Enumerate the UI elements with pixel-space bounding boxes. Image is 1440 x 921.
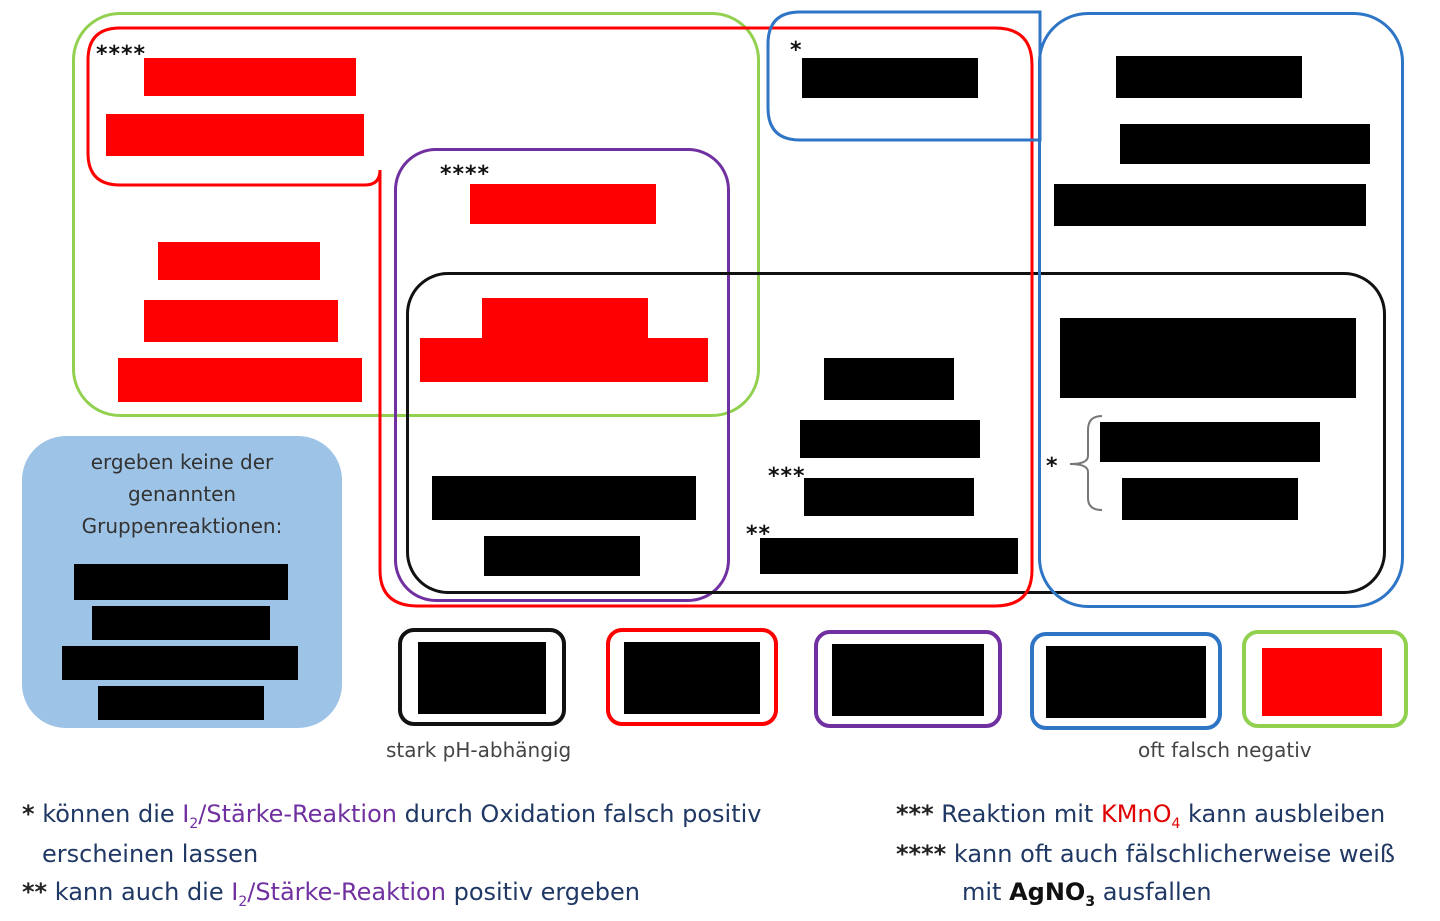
redacted-red-block: [144, 58, 356, 96]
footnote-2-hl-sub: 2: [238, 893, 248, 910]
blue-group-lower-outline: [1038, 12, 1404, 608]
legend-purple-swatch: [832, 644, 984, 716]
redacted-black-block: [1100, 422, 1320, 462]
bracket-brace: [1069, 415, 1103, 511]
redacted-red-block: [106, 114, 364, 156]
footnote-3-hl-main: KMnO: [1100, 800, 1172, 828]
redacted-red-block: [470, 184, 656, 224]
green-group-outline: [72, 12, 760, 417]
redacted-black-block: [1122, 478, 1298, 520]
footnote-3-highlight: KMnO4: [1100, 800, 1180, 832]
footnote-1-hl-sub: 2: [189, 815, 199, 832]
legend-black: [398, 628, 566, 726]
footnote-1-line2: erscheinen lassen: [42, 840, 259, 868]
caption-black-group: stark pH-abhängig: [386, 738, 572, 762]
legend-green-swatch: [1262, 648, 1382, 716]
redacted-black-block: [824, 358, 954, 400]
footnote-4-bold-sub: 3: [1085, 893, 1096, 910]
footnote-1-hl-rest: /Stärke-Reaktion: [198, 800, 397, 828]
legend-red: [606, 628, 778, 726]
footnote-4-text-a: kann oft auch fälschlicherweise weiß: [953, 840, 1396, 868]
footnote-3-text-a: Reaktion mit: [941, 800, 1101, 828]
footnote-2-highlight: I2/Stärke-Reaktion: [231, 878, 446, 910]
footnote-4-marker: ****: [896, 840, 947, 868]
legend-red-swatch: [624, 642, 760, 714]
footnote-1-text-b: durch Oxidation falsch positiv: [396, 800, 762, 828]
redacted-black-block: [98, 686, 264, 720]
legend-purple: [814, 630, 1002, 728]
redacted-red-block: [144, 300, 338, 342]
redacted-black-block: [92, 606, 270, 640]
red-group-outline: [86, 26, 1034, 608]
footnote-3-hl-sub: 4: [1171, 815, 1181, 832]
redacted-black-block: [760, 538, 1018, 574]
footnote-1-hl-main: I: [182, 800, 190, 828]
redacted-black-block: [432, 476, 696, 520]
footnote-4-line2: mit AgNO3 ausfallen: [962, 878, 1212, 911]
footnote-2-marker: **: [22, 878, 48, 906]
no-reaction-label: ergeben keine der genannten Gruppenreakt…: [81, 450, 283, 538]
marker-four-stars-purple: ****: [440, 162, 491, 187]
redacted-black-block: [1060, 318, 1356, 398]
footnote-4-bold: AgNO3: [1009, 878, 1095, 910]
marker-four-stars-green: ****: [96, 42, 147, 67]
footnote-4-text-c: ausfallen: [1095, 878, 1212, 906]
redacted-black-block: [1120, 124, 1370, 164]
redacted-black-block: [1116, 56, 1302, 98]
footnote-3-text-b: kann ausbleiben: [1180, 800, 1386, 828]
redacted-red-block: [420, 338, 708, 382]
caption-green-group: oft falsch negativ: [1138, 738, 1312, 762]
redacted-black-block: [800, 420, 980, 458]
footnote-1-text-a: können die: [42, 800, 183, 828]
redacted-black-block: [1054, 184, 1366, 226]
footnote-1: * können die I2/Stärke-Reaktion durch Ox…: [22, 800, 761, 833]
no-reaction-box: ergeben keine der genannten Gruppenreakt…: [22, 436, 342, 728]
footnote-4: **** kann oft auch fälschlicherweise wei…: [896, 840, 1395, 869]
footnote-3-marker: ***: [896, 800, 934, 828]
footnote-2-text-a: kann auch die: [54, 878, 232, 906]
redacted-black-block: [802, 58, 978, 98]
marker-three-stars: ***: [768, 464, 806, 489]
footnote-2-text-b: positiv ergeben: [445, 878, 641, 906]
redacted-red-block: [158, 242, 320, 280]
footnote-2: ** kann auch die I2/Stärke-Reaktion posi…: [22, 878, 640, 911]
footnote-1-highlight: I2/Stärke-Reaktion: [182, 800, 397, 832]
footnote-3: *** Reaktion mit KMnO4 kann ausbleiben: [896, 800, 1385, 833]
footnote-4-bold-main: AgNO: [1009, 878, 1086, 906]
purple-group-outline: [394, 148, 730, 602]
redacted-black-block: [804, 478, 974, 516]
footnote-2-hl-main: I: [231, 878, 239, 906]
legend-black-swatch: [418, 642, 546, 714]
footnote-2-hl-rest: /Stärke-Reaktion: [247, 878, 446, 906]
legend-blue: [1030, 632, 1222, 730]
black-group-outline: [406, 272, 1386, 594]
redacted-red-block: [118, 358, 362, 402]
footnote-1-marker: *: [22, 800, 35, 828]
legend-blue-swatch: [1046, 646, 1206, 718]
blue-group-upper-outline: [766, 10, 1042, 142]
redacted-black-block: [62, 646, 298, 680]
marker-one-star-bracket: *: [1046, 454, 1059, 479]
legend-green: [1242, 630, 1408, 728]
redacted-red-block: [482, 298, 648, 342]
redacted-black-block: [74, 564, 288, 600]
redacted-black-block: [484, 536, 640, 576]
marker-one-star-top: *: [790, 38, 803, 63]
footnote-4-text-b: mit: [962, 878, 1010, 906]
